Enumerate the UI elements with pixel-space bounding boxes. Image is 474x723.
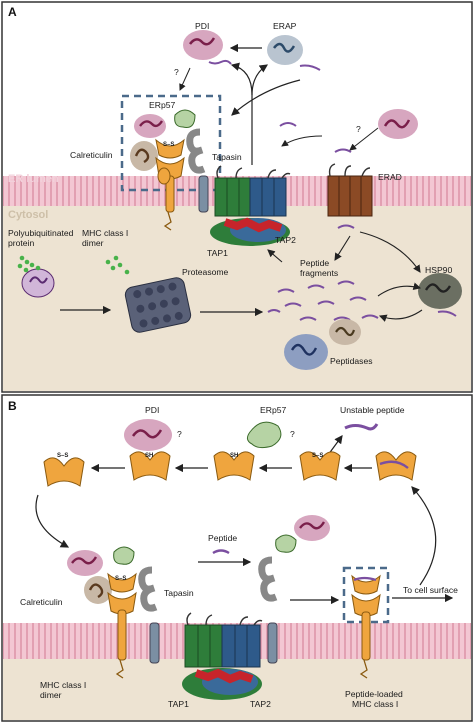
misfolded-protein-lumen — [378, 109, 418, 139]
tap-transporter-a — [210, 165, 291, 246]
mhc-label-b-line1: MHC class I — [40, 680, 86, 690]
pdi-label: PDI — [195, 21, 209, 31]
question-mark-a2: ? — [356, 124, 361, 134]
plc-b — [67, 546, 160, 679]
pdi-label-b: PDI — [145, 405, 159, 415]
erp57-label-b: ERp57 — [260, 405, 286, 415]
pdi-to-plc-arrow — [179, 67, 191, 91]
peptide-loaded-mhc — [351, 574, 381, 679]
hsp90-label: HSP90 — [425, 265, 452, 275]
peptide-label-b: Peptide — [208, 533, 237, 543]
pdi-protein-b — [124, 419, 172, 451]
mhc-row-top — [43, 451, 417, 487]
polyubiquitinated-protein — [17, 255, 55, 298]
mhc-label-a-line2: dimer — [82, 238, 104, 248]
ss-bond-a: S–S — [163, 142, 174, 148]
erad-channel — [327, 163, 373, 217]
fragments-to-hsp90-arrow — [377, 282, 422, 297]
peptide-fragments-label-line1: Peptide — [300, 258, 329, 268]
proteasome — [124, 277, 192, 333]
tap-up-arrow-left — [230, 62, 253, 96]
calreticulin-label-b: Calreticulin — [20, 597, 63, 607]
peptidases — [284, 319, 361, 370]
question-mark-b1: ? — [177, 429, 182, 439]
mhc-class-i-a — [155, 138, 185, 231]
released-chaperones — [258, 515, 330, 664]
erad-loop-arrow — [281, 135, 323, 147]
erp57-label: ERp57 — [149, 100, 175, 110]
sh-b1: SH — [145, 453, 153, 459]
peptidases-label: Peptidases — [330, 356, 373, 366]
peptide-erad — [337, 224, 355, 229]
question-mark-b2: ? — [290, 429, 295, 439]
question-mark-a1: ? — [174, 67, 179, 77]
hsp90-protein — [418, 273, 462, 309]
proteasome-label: Proteasome — [182, 267, 229, 277]
panel-b-letter: B — [8, 399, 17, 413]
peptide-b — [212, 549, 230, 555]
panel-a-letter: A — [8, 5, 17, 19]
tapasin-protein-a — [186, 128, 209, 213]
panel-a: A ER lumen Cytosol PDI ERAP ? ? — [1, 1, 473, 393]
tapasin-label-a: Tapasin — [212, 152, 242, 162]
erad-to-fragments-arrow — [334, 235, 351, 261]
peptide-in-groove — [379, 460, 409, 469]
region-er-lumen-label: ER lumen — [8, 173, 59, 185]
to-cell-surface-label: To cell surface — [403, 585, 458, 595]
peptide-erap — [299, 64, 321, 71]
hsp90-to-fragments-arrow — [378, 309, 423, 322]
tap-transporter-b — [182, 612, 263, 700]
sh-b2: SH — [230, 453, 238, 459]
polyub-label-line2: protein — [8, 238, 34, 248]
tap1-label-a: TAP1 — [207, 248, 228, 258]
mhc-label-a-line1: MHC class I — [82, 228, 128, 238]
unstable-peptide — [344, 423, 379, 431]
panel-b: B PDI ? ERp57 ? Unstable peptide S–S SH … — [1, 394, 473, 722]
erp57-protein-b — [246, 421, 282, 449]
ubiquitin-dots — [105, 255, 130, 275]
tap2-label-a: TAP2 — [275, 235, 296, 245]
peptide-pdi — [208, 59, 232, 65]
polyub-label-line1: Polyubiquitinated — [8, 228, 74, 238]
tap2-label-b: TAP2 — [250, 699, 271, 709]
ss-bond-b3: S–S — [115, 576, 126, 582]
fragments-to-tap-arrow — [267, 249, 283, 263]
erap-label: ERAP — [273, 21, 297, 31]
erap-to-plc-arrow — [231, 79, 301, 116]
peptide-hsp90 — [437, 310, 457, 317]
tap1-label-b: TAP1 — [168, 699, 189, 709]
calreticulin-protein-a — [130, 141, 158, 171]
peptide-fragments-label-line2: fragments — [300, 268, 338, 278]
loaded-label-line1: Peptide-loaded — [345, 689, 403, 699]
erap-protein — [267, 35, 303, 65]
loaded-label-line2: MHC class I — [352, 699, 398, 709]
ss-bond-b1: S–S — [57, 453, 68, 459]
unstable-peptide-label: Unstable peptide — [340, 405, 405, 415]
peptide-fragments — [267, 280, 379, 321]
mhc-label-b-line2: dimer — [40, 690, 62, 700]
top-row-arrows — [35, 463, 437, 586]
pdi-in-plc — [134, 114, 166, 138]
erp57-protein-a — [174, 109, 196, 128]
ss-bond-b2: S–S — [312, 453, 323, 459]
region-cytosol-label: Cytosol — [8, 209, 48, 221]
peptide-lumen-2 — [334, 148, 352, 153]
pdi-protein — [183, 30, 223, 60]
lumen-to-erad-arrow — [349, 127, 379, 151]
tapasin-label-b: Tapasin — [164, 588, 194, 598]
calreticulin-label-a: Calreticulin — [70, 150, 113, 160]
peptide-lumen-1 — [279, 122, 297, 127]
erad-to-hsp90-arrow — [359, 231, 421, 273]
erad-label: ERAD — [378, 172, 402, 182]
